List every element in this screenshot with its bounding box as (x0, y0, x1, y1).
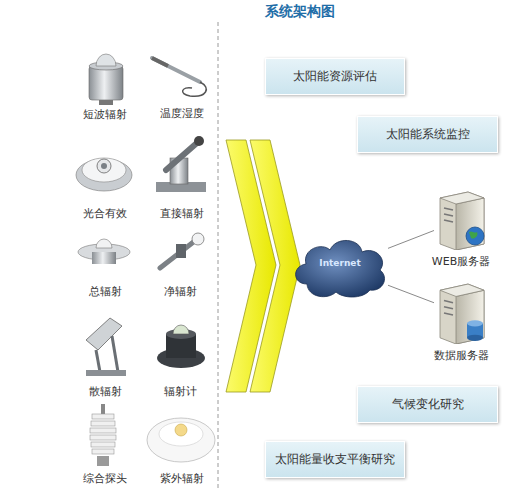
server-node: WEB服务器 (434, 190, 488, 250)
sensor-icon (90, 404, 116, 466)
divider-line (218, 22, 219, 489)
server-icon (434, 282, 488, 344)
label-box: 太阳能资源评估 (265, 58, 405, 95)
sensor-icon (86, 318, 126, 376)
sensor-icon (152, 58, 206, 96)
label-box: 气候变化研究 (357, 386, 498, 423)
sensor-label: 辐射计 (164, 384, 197, 399)
label-box: 太阳能系统监控 (357, 116, 498, 153)
sensor-label: 温度湿度 (160, 106, 204, 121)
sensor-icon (147, 418, 215, 462)
sensor-label: 净辐射 (164, 284, 197, 299)
server-label: WEB服务器 (432, 254, 490, 269)
sensor-label: 直接辐射 (160, 206, 204, 221)
server-icon (434, 190, 488, 250)
server-node: 数据服务器 (434, 282, 488, 344)
sensor-label: 短波辐射 (83, 107, 127, 122)
sensor-label: 散辐射 (89, 384, 122, 399)
sensor-label: 光合有效 (83, 206, 127, 221)
sensor-label: 总辐射 (89, 284, 122, 299)
diagram-title: 系统架构图 (265, 3, 335, 21)
box-text: 太阳能系统监控 (386, 126, 470, 143)
network-link (388, 285, 434, 302)
box-text: 太阳能量收支平衡研究 (275, 451, 395, 468)
sensor-label: 紫外辐射 (160, 471, 204, 486)
sensor-icon (76, 158, 132, 191)
sensor-icon (160, 233, 204, 268)
server-label: 数据服务器 (434, 348, 489, 363)
cloud-text: Internet (319, 258, 360, 268)
sensor-icon (89, 54, 123, 105)
sensor-icon (157, 325, 205, 368)
box-text: 气候变化研究 (392, 396, 464, 413)
internet-cloud: Internet (292, 234, 388, 300)
sensor-label: 综合探头 (83, 471, 127, 486)
label-box: 太阳能量收支平衡研究 (265, 441, 405, 478)
network-link (388, 230, 434, 248)
box-text: 太阳能资源评估 (293, 68, 377, 85)
sensor-icon (78, 239, 130, 264)
sensor-icon (156, 136, 206, 192)
flow-chevron (250, 140, 300, 392)
